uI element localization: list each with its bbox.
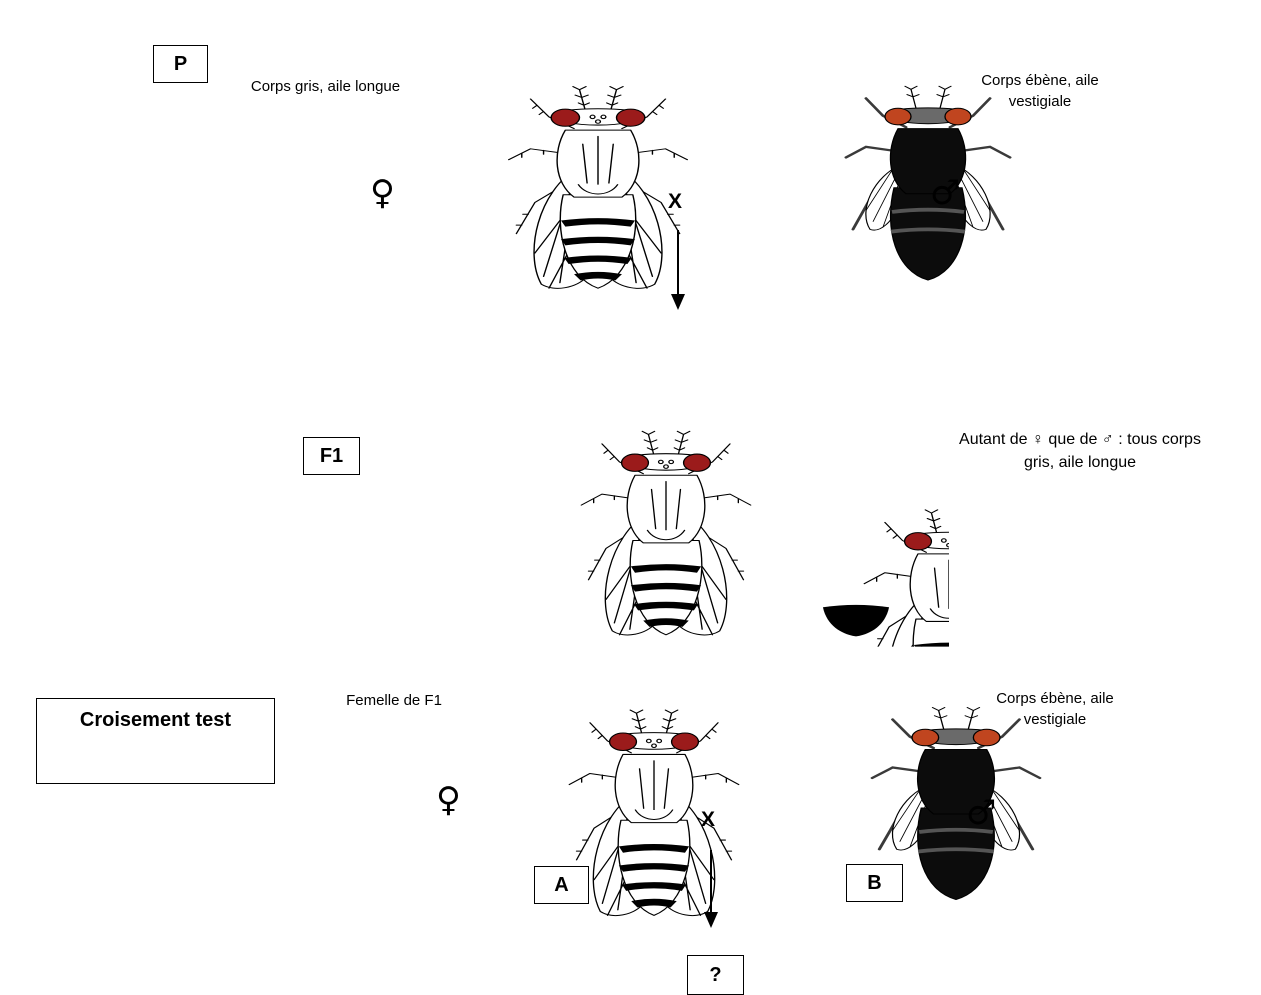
- male-symbol-p: ♂: [930, 176, 960, 210]
- cross-symbol-testcross: X: [701, 808, 715, 832]
- parent-male-fly: [748, 6, 928, 218]
- generation-f1-label: F1: [320, 445, 343, 468]
- offspring-label: ?: [709, 964, 721, 987]
- f1-male-fly: [670, 348, 856, 568]
- generation-p-label: P: [174, 53, 187, 76]
- cross-symbol-p: X: [668, 190, 682, 214]
- parent-female-fly: [402, 4, 598, 222]
- testcross-box: Croisement test: [36, 698, 275, 784]
- testcross-male-phenotype-line1: Corps ébène, aile: [960, 688, 1150, 709]
- testcross-male-fly: [772, 628, 956, 838]
- testcross-female-label: Femelle de F1: [320, 690, 468, 711]
- f1-description: Autant de ♀ que de ♂ : tous corps gris, …: [905, 428, 1255, 474]
- f1-description-line1: Autant de ♀ que de ♂ : tous corps: [905, 428, 1255, 451]
- testcross-male-phenotype-line2: vestigiale: [960, 709, 1150, 730]
- fly-a-label: A: [554, 874, 568, 897]
- testcross-label: Croisement test: [80, 709, 231, 732]
- parent-female-phenotype: Corps gris, aile longue: [228, 76, 423, 97]
- fly-a-box: A: [534, 866, 589, 904]
- arrow-p-to-f1: [670, 230, 686, 312]
- male-symbol-testcross: ♂: [966, 796, 996, 830]
- testcross-female-fly: [468, 626, 654, 848]
- arrow-testcross-to-offspring: [703, 850, 719, 932]
- parent-male-phenotype-line2: vestigiale: [950, 91, 1130, 112]
- fly-b-box: B: [846, 864, 903, 902]
- f1-female-fly: [480, 348, 666, 568]
- female-symbol-testcross: ♀: [436, 783, 461, 817]
- offspring-box: ?: [687, 955, 744, 995]
- generation-p-box: P: [153, 45, 208, 83]
- generation-f1-box: F1: [303, 437, 360, 475]
- testcross-male-phenotype: Corps ébène, aile vestigiale: [960, 688, 1150, 730]
- parent-male-phenotype-line1: Corps ébène, aile: [950, 70, 1130, 91]
- f1-description-line2: gris, aile longue: [905, 451, 1255, 474]
- fly-b-label: B: [867, 872, 881, 895]
- parent-male-phenotype: Corps ébène, aile vestigiale: [950, 70, 1130, 112]
- female-symbol-p: ♀: [370, 176, 395, 210]
